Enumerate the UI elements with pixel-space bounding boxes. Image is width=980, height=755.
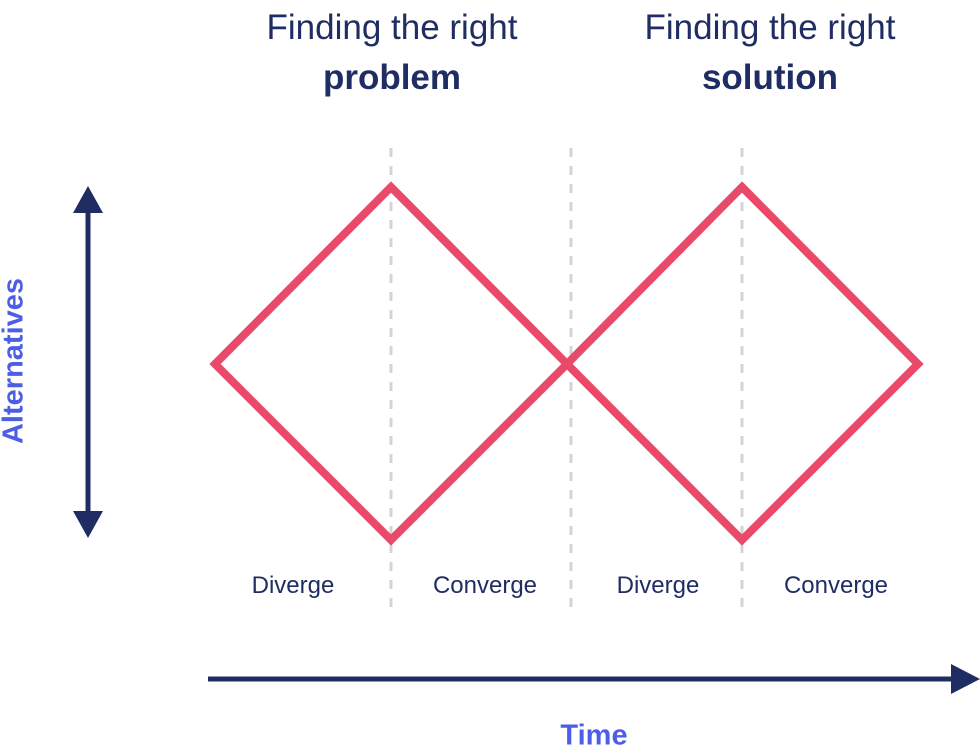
- x-axis-label: Time: [560, 719, 628, 752]
- phase-label-converge-1: Converge: [432, 572, 538, 599]
- solution-diamond: [561, 181, 924, 546]
- heading-problem-bold: problem: [322, 58, 462, 97]
- y-axis-label: Alternatives: [0, 277, 30, 445]
- phase-label-diverge-1: Diverge: [251, 572, 335, 599]
- heading-solution: Finding the right solution: [600, 6, 940, 106]
- y-axis-arrowhead-up: [73, 186, 103, 213]
- heading-problem: Finding the right problem: [222, 6, 562, 106]
- problem-diamond: [209, 181, 573, 546]
- heading-problem-regular: Finding the right: [266, 8, 518, 47]
- y-axis-arrowhead-down: [73, 511, 103, 538]
- phase-label-diverge-2: Diverge: [616, 572, 700, 599]
- x-axis-arrowhead: [951, 664, 980, 694]
- phase-label-converge-2: Converge: [783, 572, 889, 599]
- heading-solution-bold: solution: [701, 58, 839, 97]
- heading-solution-regular: Finding the right: [644, 8, 896, 47]
